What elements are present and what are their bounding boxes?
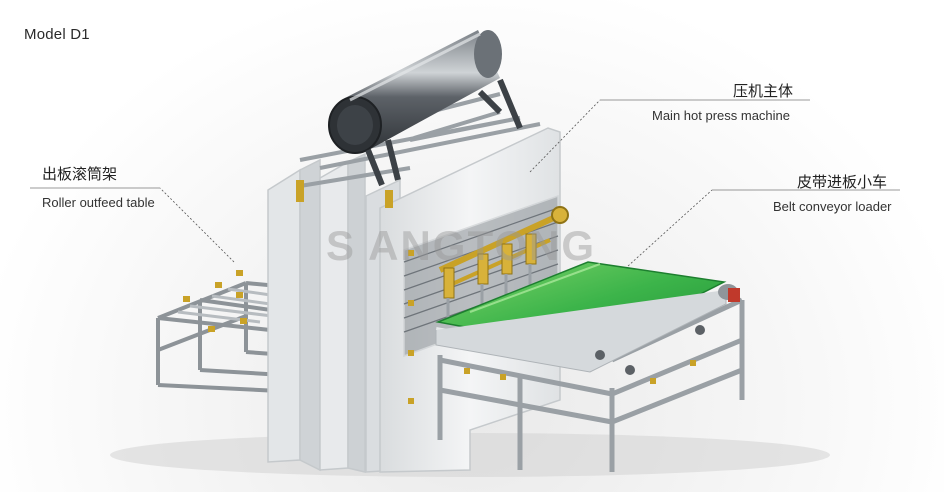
roller-label-en: Roller outfeed table	[42, 195, 155, 210]
roller-label-cn: 出板滚筒架	[42, 165, 118, 183]
leader-underlines	[30, 99, 900, 191]
press-manifold	[438, 206, 569, 320]
hydraulic-cylinder	[328, 30, 523, 187]
frame-fittings	[296, 180, 414, 404]
belt-conveyor-loader	[435, 261, 745, 472]
belt-label-en: Belt conveyor loader	[773, 199, 892, 214]
brand-watermark: S ANGTONG	[326, 222, 597, 269]
press-label-cn: 压机主体	[733, 82, 794, 100]
model-title: Model D1	[24, 26, 90, 43]
leader-lines	[159, 99, 713, 267]
roller-markers	[183, 270, 247, 332]
belt-label-cn: 皮带进板小车	[797, 173, 888, 191]
press-label-en: Main hot press machine	[652, 108, 791, 123]
